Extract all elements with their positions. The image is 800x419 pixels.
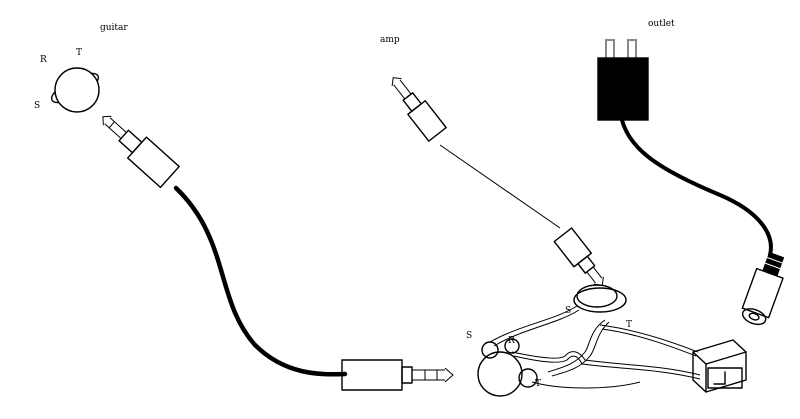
amp-input-jack-tip-label: T [626,320,632,330]
guitar-title: guitar [100,23,128,33]
guitar-cable-bottom-plug [341,359,454,391]
amp-cable [391,77,604,286]
amp-output-jack-ring-label: R [508,336,515,346]
guitar-cable [102,115,454,391]
guitar-jack-sleeve-label: S [34,101,40,111]
adapter-cord [620,118,773,257]
amp-cable-bottom-plug [553,227,604,286]
guitar-jack: R T S [34,48,100,113]
guitar-jack-tip-label: T [76,48,82,58]
adapter-prong-left [605,39,615,61]
amp-title: amp [380,35,400,45]
adapter-body [597,57,649,121]
amp-output-jack-sleeve-label: S [466,331,472,341]
guitar-cable-top-plug [102,115,180,189]
power-adapter [597,39,785,326]
amp-power-socket [692,339,747,393]
outlet-title: outlet [648,19,675,29]
adapter-barrel-plug [741,251,785,326]
amp-internal-wiring: S T S R T [466,284,747,397]
amp-cable-top-plug [391,77,447,142]
adapter-prong-right [627,39,637,61]
guitar-jack-ring-label: R [40,55,47,65]
